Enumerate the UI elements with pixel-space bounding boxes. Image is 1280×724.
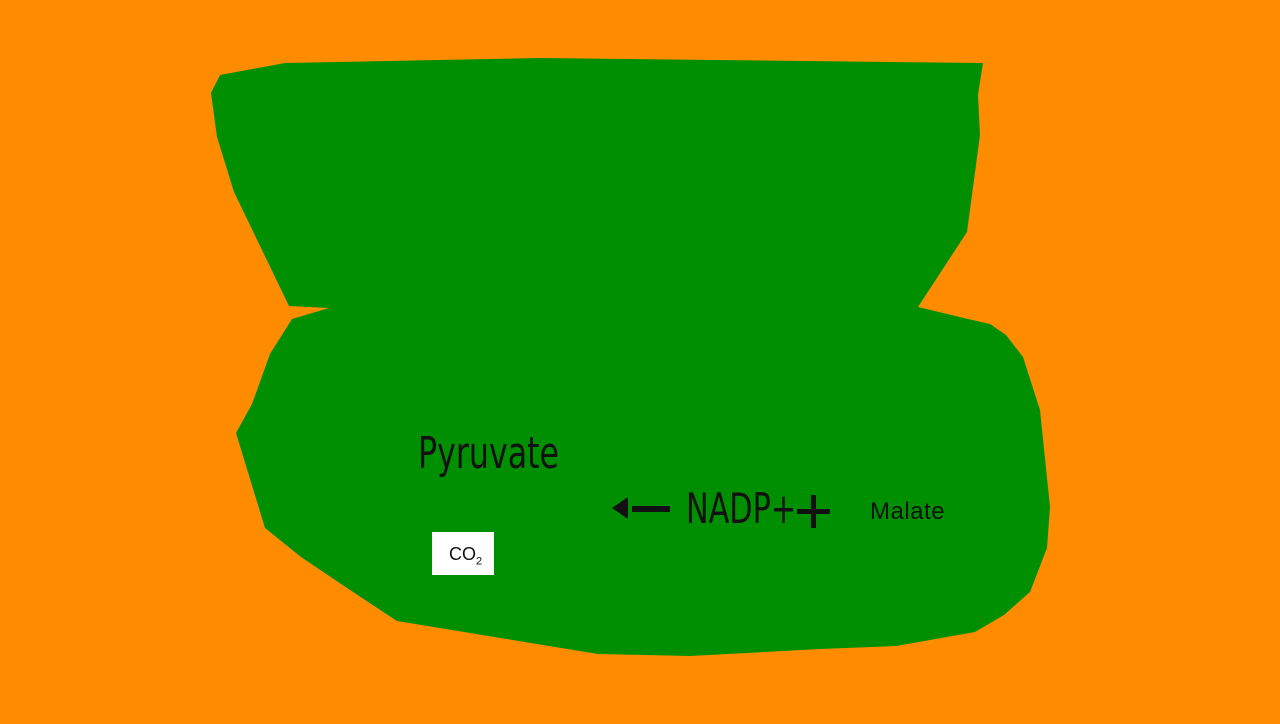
co2-main-text: CO [449,544,476,564]
malate-label: Malate [870,498,946,525]
pyruvate-label: Pyruvate [418,428,560,479]
reaction-symbols [612,495,830,528]
plus-icon-vertical [811,495,816,528]
co2-box: CO2 [432,532,494,575]
green-cell-shape [211,58,1050,656]
arrow-shaft [632,506,670,512]
co2-label: CO2 [449,544,482,567]
nadp-plus-label: NADP+ [686,484,797,533]
co2-subscript: 2 [476,555,483,568]
left-arrow-icon [612,497,628,519]
